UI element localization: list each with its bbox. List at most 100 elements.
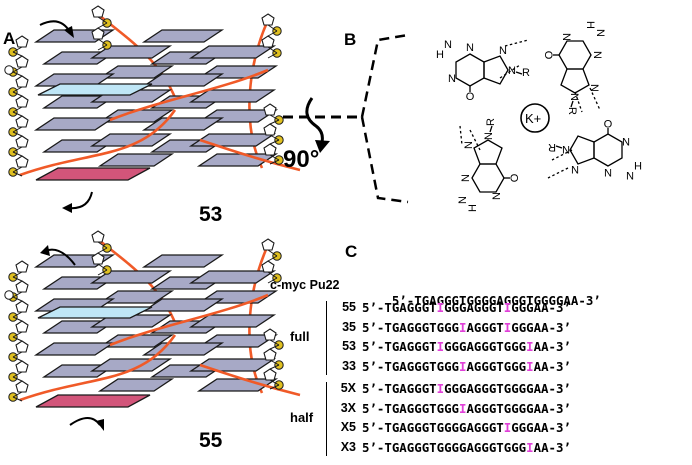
construct-53-label: 53 <box>199 203 222 226</box>
guanine-plane <box>188 89 277 103</box>
atom-h: H <box>634 159 642 171</box>
guanine-plane <box>33 342 116 356</box>
rotation-arrowhead <box>315 140 330 153</box>
sequence-segment: TGAGGGTGGGGAGGGTGGG <box>384 439 527 455</box>
backbone-bond <box>12 166 23 173</box>
curved-arrow-head <box>62 203 72 213</box>
backbone-bond <box>12 336 23 342</box>
atom-r: R <box>548 141 556 153</box>
atom-r: R <box>522 67 530 79</box>
atom-n: N <box>499 45 507 57</box>
sequence-segment: TGAGGGTGGG <box>384 400 459 416</box>
backbone-bond <box>12 66 23 73</box>
inosine-substitution: I <box>503 420 512 435</box>
highlighted-plane-blue <box>37 83 153 96</box>
backbone-bond <box>97 269 108 276</box>
sugar-ring <box>15 300 29 313</box>
hydrogen-bond <box>504 39 529 47</box>
guanine-plane <box>188 314 277 328</box>
purine-six-ring <box>558 40 592 70</box>
inosine-substitution: I <box>459 319 467 335</box>
sugar-ring <box>261 13 275 26</box>
backbone-bond <box>267 46 278 54</box>
sugar-ring <box>15 360 29 373</box>
sequence-segment: TGAGGGT <box>384 339 437 354</box>
hydrogen-bond <box>469 129 481 151</box>
atom-n: N <box>460 174 472 182</box>
sequence-segment: TGAGGGT <box>384 300 437 315</box>
sequence-segment: GGGAA <box>511 420 549 435</box>
sugar-ring <box>261 35 275 48</box>
sequence-segment: AGGGTGGG <box>466 358 527 374</box>
guanine-plane <box>141 29 225 43</box>
sequence-prefix: 5’- <box>362 339 385 354</box>
sugar-ring <box>15 280 29 293</box>
r-bond <box>570 100 574 108</box>
sequence-suffix: -3’ <box>548 420 571 435</box>
construct-id-55: 55 <box>342 300 356 314</box>
curved-arrow-head <box>64 26 74 38</box>
atom-n: N <box>560 33 572 41</box>
backbone-bond <box>12 276 23 282</box>
sugar-ring <box>263 123 277 136</box>
sugar-ring <box>15 260 29 273</box>
inosine-substitution: I <box>503 319 512 335</box>
r-bond <box>555 145 563 149</box>
guanine-plane <box>141 298 225 312</box>
sequence-segment: TGAGGGTGGG <box>384 358 459 374</box>
atom-n: N <box>568 93 580 101</box>
hydrogen-bond <box>547 167 569 179</box>
guanine-plane <box>97 153 175 167</box>
guanine-plane <box>141 254 225 268</box>
atom-n: N <box>622 135 630 147</box>
sugar-ring <box>15 115 29 128</box>
rotation-arc <box>305 97 324 143</box>
backbone-bond <box>12 86 23 93</box>
atom-n: N <box>594 29 606 37</box>
sequence-suffix: -3’ <box>548 339 571 354</box>
backbone-bond <box>12 296 23 302</box>
backbone-bond <box>12 291 23 298</box>
construct-id-35: 35 <box>342 319 356 334</box>
inosine-substitution: I <box>526 358 534 374</box>
atom-n: N <box>466 42 474 54</box>
backbone-bond <box>12 51 23 57</box>
sequence-row-55: 5’-TGAGGGTIGGGAGGGTIGGGAA-3’ <box>362 300 571 315</box>
backbone-bond <box>269 114 280 121</box>
atom-o: O <box>509 173 521 182</box>
guanine-plane <box>97 290 175 304</box>
sequence-row-53: 5’-TGAGGGTIGGGAGGGTGGGIAA-3’ <box>362 339 571 354</box>
reference-suffix: -3’ <box>578 293 601 308</box>
atom-n: N <box>508 65 516 77</box>
construct-55-label: 55 <box>199 429 223 452</box>
inosine-substitution: I <box>459 358 467 374</box>
sequence-row-5X: 5’-TGAGGGTIGGGAGGGTGGGGAA-3’ <box>362 381 571 396</box>
backbone-bond <box>267 277 278 284</box>
atom-r: R <box>566 107 578 115</box>
backbone-bond <box>267 255 278 262</box>
sequence-prefix: 5’- <box>362 319 385 335</box>
loop-strand <box>199 138 301 172</box>
backbone-bond <box>12 111 23 117</box>
atom-n: N <box>562 143 570 155</box>
sequence-segment: AA <box>533 358 549 374</box>
construct-id-3X: 3X <box>340 400 356 415</box>
backbone-bond <box>12 271 23 278</box>
sequence-segment: GGGAGGGT <box>444 300 504 315</box>
sequence-segment: AGGGT <box>466 319 504 335</box>
backbone-bond <box>269 384 280 390</box>
backbone-bond <box>12 106 23 113</box>
atom-n: N <box>588 84 600 92</box>
sequence-prefix: 5’- <box>362 400 385 416</box>
atom-n: N <box>457 196 469 204</box>
reference-prefix: 5’- <box>391 293 415 308</box>
panel-c-label: C <box>345 242 357 261</box>
sugar-ring <box>261 238 275 251</box>
backbone-bond <box>12 331 23 338</box>
guanine-plane <box>97 65 175 79</box>
hydrogen-bond <box>551 149 573 161</box>
